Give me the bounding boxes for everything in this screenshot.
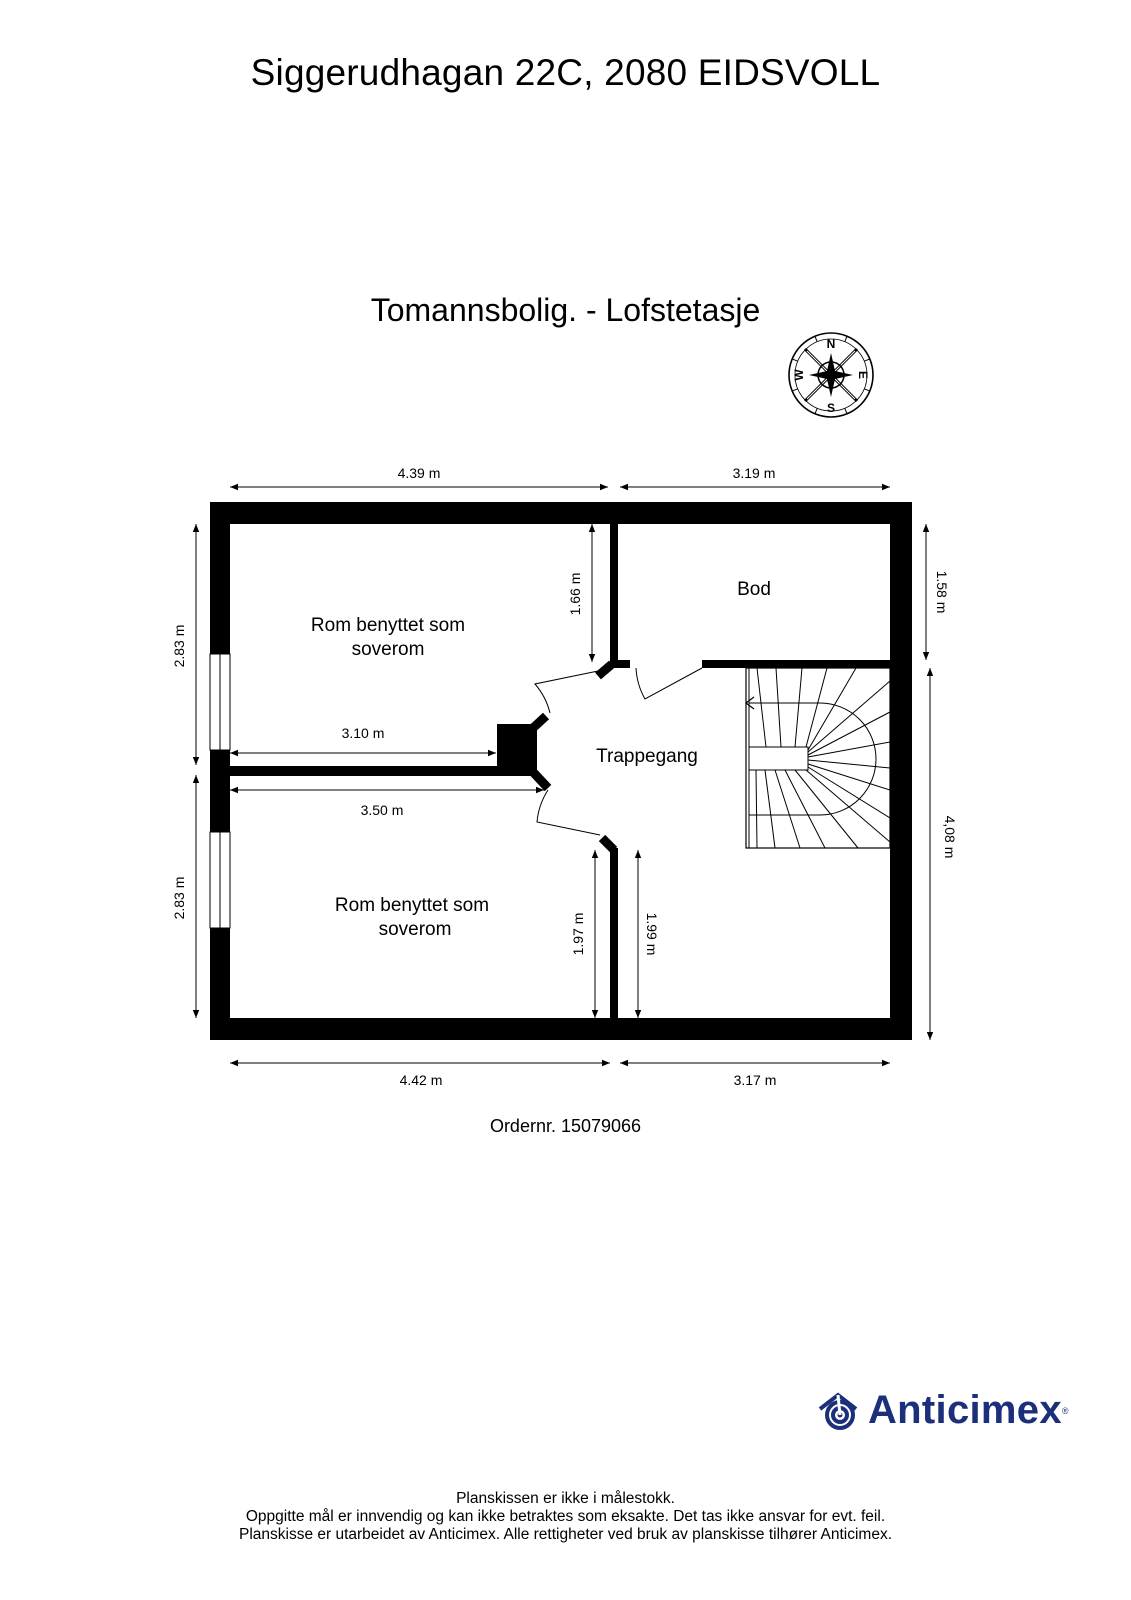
address-title: Siggerudhagan 22C, 2080 EIDSVOLL bbox=[250, 52, 881, 93]
svg-text:soverom: soverom bbox=[352, 639, 425, 660]
compass-rose-icon: N E S W bbox=[788, 332, 874, 418]
dim-left-upper: 2.83 m bbox=[171, 625, 187, 668]
interior-walls bbox=[230, 524, 890, 1018]
dim-inner-upper-height: 1.66 m bbox=[567, 573, 583, 616]
anticimex-logo-icon bbox=[818, 1391, 858, 1430]
disclaimer-line-1: Planskissen er ikke i målestokk. bbox=[456, 1490, 675, 1507]
outer-walls bbox=[210, 502, 912, 1040]
room-labels: Rom benyttet som soverom Rom benyttet so… bbox=[311, 579, 771, 940]
dim-inner-lower-left: 1.97 m bbox=[570, 913, 586, 956]
svg-text:soverom: soverom bbox=[379, 919, 452, 940]
svg-text:E: E bbox=[856, 371, 870, 379]
floor-title: Tomannsbolig. - Lofstetasje bbox=[370, 292, 761, 328]
room-label-bedroom-top: Rom benyttet som bbox=[311, 615, 465, 636]
svg-text:W: W bbox=[792, 369, 806, 381]
dim-left-lower: 2.83 m bbox=[171, 877, 187, 920]
anticimex-logo: Anticimex ® bbox=[816, 1388, 1069, 1433]
dim-inner-upper-width: 3.10 m bbox=[342, 725, 385, 741]
dim-right-lower: 4,08 m bbox=[942, 816, 958, 859]
order-number: Ordernr. 15079066 bbox=[489, 1116, 642, 1136]
room-label-bedroom-bottom: Rom benyttet som bbox=[335, 895, 489, 916]
staircase bbox=[745, 667, 891, 849]
window bbox=[209, 653, 231, 929]
dim-bottom-left: 4.42 m bbox=[400, 1072, 443, 1088]
dim-inner-lower-width: 3.50 m bbox=[361, 802, 404, 818]
room-label-storage: Bod bbox=[737, 579, 771, 600]
disclaimer-line-3: Planskisse er utarbeidet av Anticimex. A… bbox=[238, 1526, 892, 1543]
door-jambs bbox=[529, 660, 618, 854]
svg-text:N: N bbox=[827, 337, 836, 351]
door-swing bbox=[534, 667, 703, 836]
room-label-stairwell: Trappegang bbox=[596, 746, 698, 767]
dim-top-right: 3.19 m bbox=[733, 465, 776, 481]
dim-top-left: 4.39 m bbox=[398, 465, 441, 481]
dimension-labels: 4.39 m 3.19 m 4.42 m 3.17 m 3.10 m 3.50 … bbox=[171, 465, 958, 1088]
dim-right-upper: 1.58 m bbox=[934, 571, 950, 614]
logo-text: Anticimex bbox=[868, 1388, 1062, 1432]
svg-text:S: S bbox=[827, 401, 835, 415]
dim-bottom-right: 3.17 m bbox=[734, 1072, 777, 1088]
disclaimer-line-2: Oppgitte mål er innvendig og kan ikke be… bbox=[245, 1508, 886, 1525]
dimension-lines bbox=[192, 483, 934, 1067]
disclaimer: Planskissen er ikke i målestokk. Oppgitt… bbox=[0, 1490, 1131, 1544]
registered-mark: ® bbox=[1061, 1405, 1069, 1416]
dim-inner-lower-right: 1.99 m bbox=[644, 913, 660, 956]
